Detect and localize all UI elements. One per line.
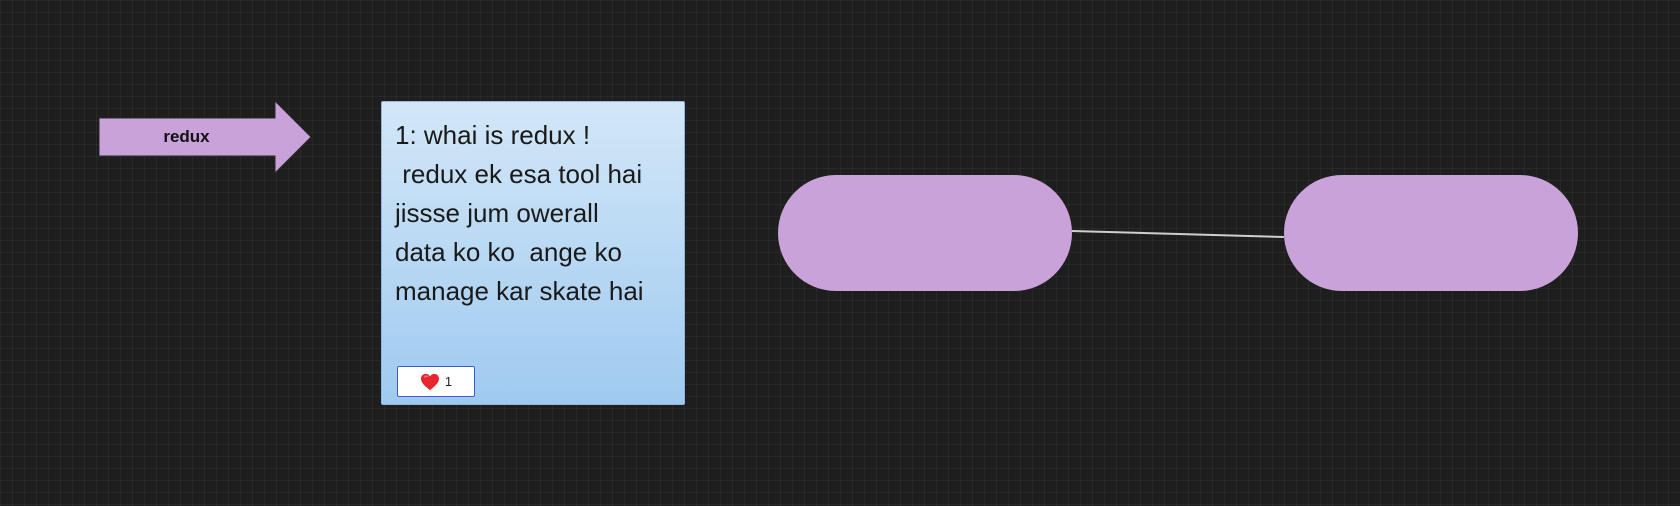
- redux-arrow-shape[interactable]: [99, 101, 311, 173]
- process-shape-left[interactable]: [778, 175, 1072, 291]
- reaction-button[interactable]: 1: [397, 366, 475, 397]
- heart-icon: [420, 373, 439, 390]
- arrow-label: redux: [163, 127, 210, 146]
- sticky-note[interactable]: 1: whai is redux ! redux ek esa tool hai…: [381, 101, 685, 405]
- reaction-count: 1: [444, 374, 453, 389]
- sticky-note-text: 1: whai is redux ! redux ek esa tool hai…: [395, 120, 644, 306]
- process-shape-right[interactable]: [1284, 175, 1578, 291]
